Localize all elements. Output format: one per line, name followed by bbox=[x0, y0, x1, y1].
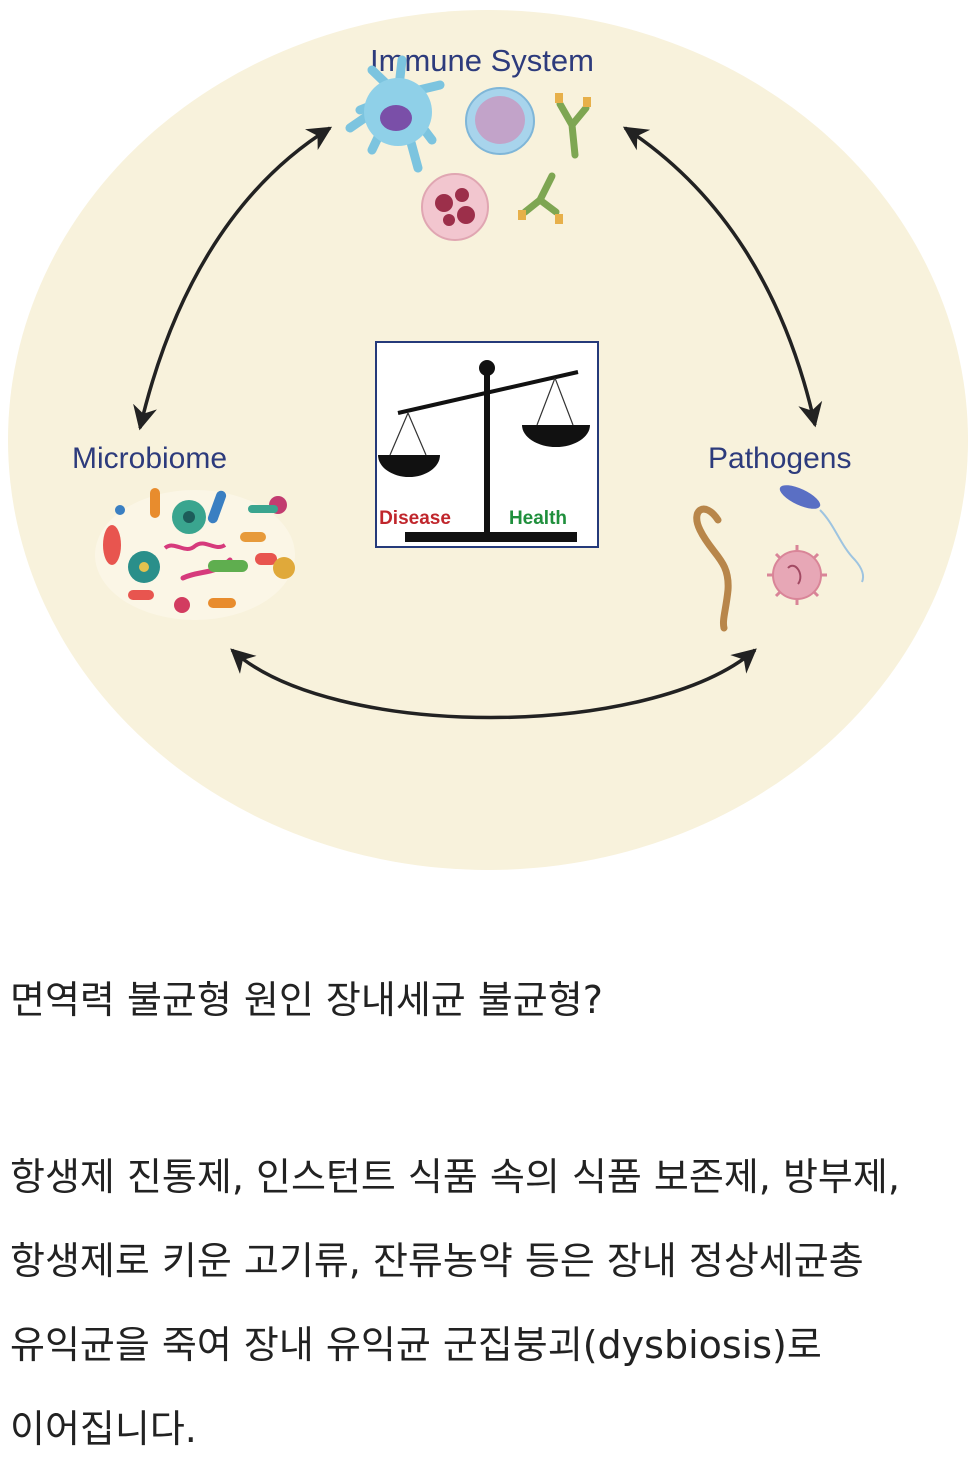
immune-system-label: Immune System bbox=[370, 43, 594, 78]
pathogens-label: Pathogens bbox=[708, 442, 851, 475]
virus-icon bbox=[767, 545, 827, 605]
arrow-immune-pathogens bbox=[622, 126, 823, 428]
worm-icon bbox=[693, 505, 732, 632]
lymphocyte-icon bbox=[465, 87, 535, 155]
bacillus-icon bbox=[779, 485, 865, 583]
interaction-diagram: Immune System Microbiome Pathogens bbox=[8, 10, 968, 870]
neutrophil-icon bbox=[421, 173, 489, 241]
antibody-icon bbox=[518, 172, 563, 224]
microbiome-label: Microbiome bbox=[72, 442, 227, 475]
balance-scale-icon bbox=[375, 341, 599, 548]
arrow-microbiome-immune bbox=[133, 126, 333, 431]
antibody-icon bbox=[555, 93, 591, 159]
arrow-microbiome-pathogens bbox=[230, 648, 757, 720]
dendritic-cell-icon bbox=[345, 55, 445, 173]
bacteria-cluster-icon bbox=[95, 488, 295, 620]
article-question: 면역력 불균형 원인 장내세균 불균형? bbox=[10, 978, 603, 1022]
article-body: 항생제 진통제, 인스턴트 식품 속의 식품 보존제, 방부제, 항생제로 키운… bbox=[10, 1155, 900, 1451]
disease-label: Disease bbox=[379, 508, 451, 529]
health-label: Health bbox=[509, 508, 567, 529]
